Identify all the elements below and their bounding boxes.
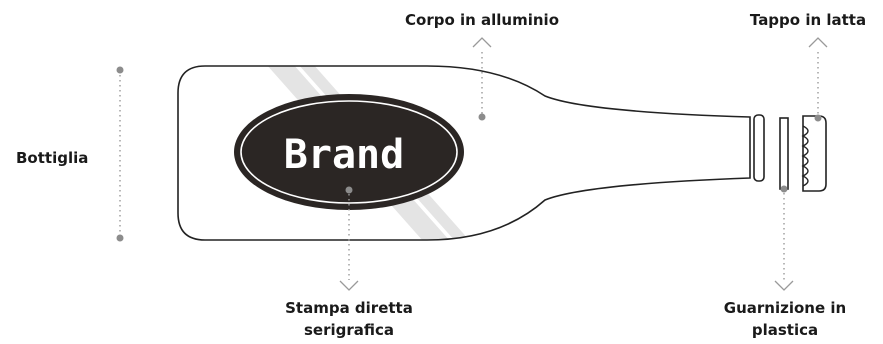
- bottle-lip: [753, 114, 765, 182]
- label-bottle: Bottiglia: [16, 149, 89, 167]
- label-print-line1: Stampa diretta: [285, 299, 413, 317]
- label-gasket: Guarnizione in plastica: [704, 297, 866, 341]
- label-body: Corpo in alluminio: [382, 9, 582, 31]
- bottle-height-leader: [116, 66, 124, 242]
- brand-label: Brand: [234, 94, 464, 210]
- brand-text: Brand: [284, 132, 404, 178]
- bottle-body: [177, 65, 751, 241]
- label-gasket-line2: plastica: [751, 321, 819, 339]
- label-print-line2: serigrafica: [303, 321, 395, 339]
- body-leader: [472, 37, 492, 121]
- label-print: Stampa diretta serigrafica: [259, 297, 439, 341]
- tin-cap: [801, 115, 827, 192]
- label-body-text: Corpo in alluminio: [405, 11, 559, 29]
- plastic-gasket: [779, 117, 789, 190]
- cap-leader: [808, 37, 828, 122]
- print-leader: [339, 186, 359, 291]
- label-cap-text: Tappo in latta: [749, 11, 867, 29]
- label-cap: Tappo in latta: [738, 9, 878, 31]
- gasket-leader: [774, 185, 794, 291]
- label-gasket-line1: Guarnizione in: [723, 299, 847, 317]
